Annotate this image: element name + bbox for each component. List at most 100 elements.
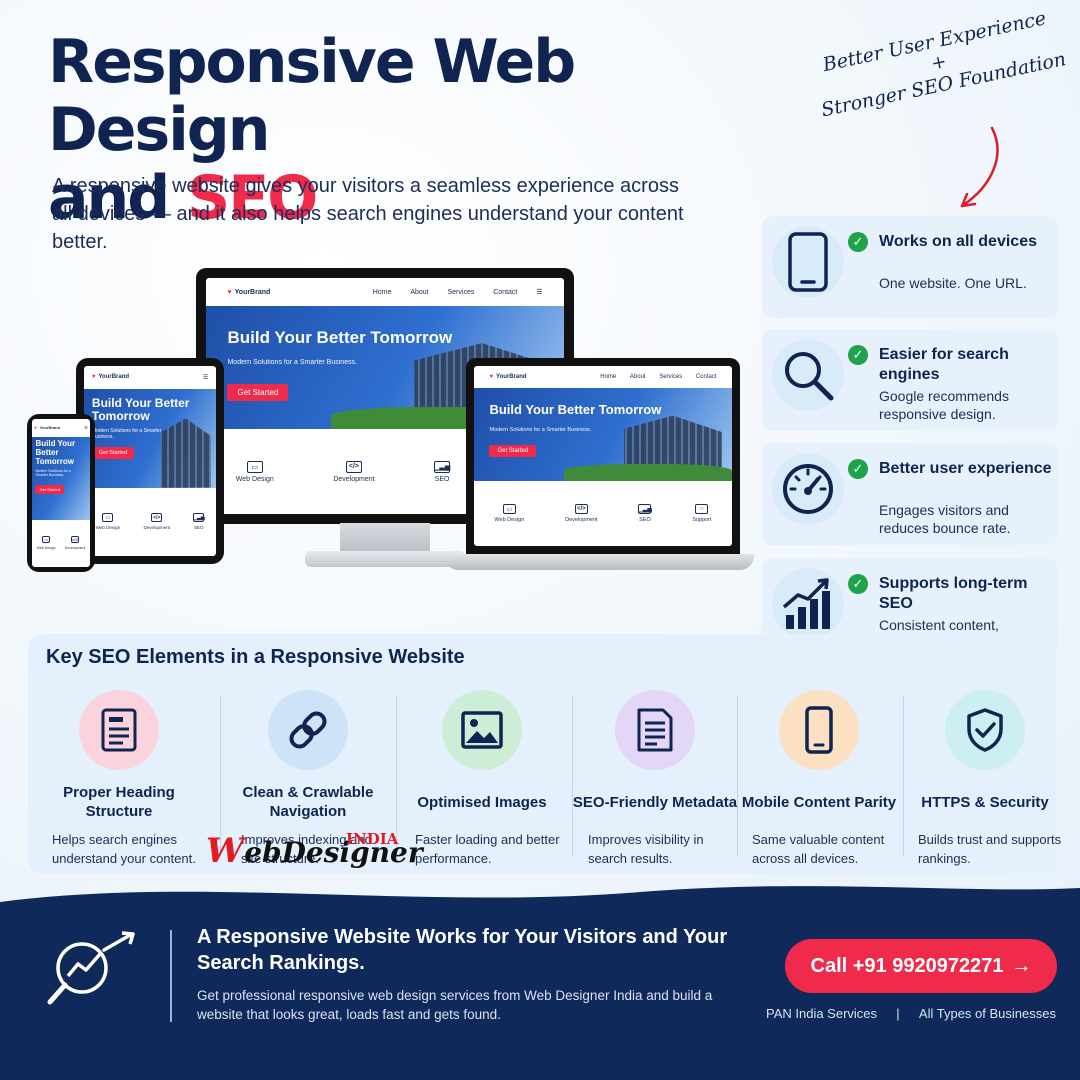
footer-tag-pan-india: PAN India Services [766,1006,878,1021]
tablet-screen: ♥YourBrand ☰ Build Your Better Tomorrow … [84,366,216,556]
tablet-mockup: ♥YourBrand ☰ Build Your Better Tomorrow … [76,358,224,564]
benefit-desc: Engages visitors and reduces bounce rate… [879,502,1011,536]
mockup-nav-about: About [629,373,646,380]
check-icon: ✓ [848,345,868,365]
mockup-service-label: Web Design [235,475,274,483]
code-icon: </> [574,504,588,515]
mockup-nav-services: Services [447,288,475,296]
phone-mockup: ♥YourBrand ☰ Build Your Better Tomorrow … [27,414,95,572]
seo-item-title: SEO-Friendly Metadata [572,793,738,811]
mockup-service-label: Web Design [95,525,121,531]
seo-item-desc: Improves indexing and site structure. [241,832,372,866]
mockup-brand: YourBrand [98,374,130,381]
search-icon [785,352,834,401]
heart-logo-icon: ♥ [227,288,232,296]
mockup-services: ▭Web Design </>Development ▁▃▅SEO [84,488,216,556]
check-icon: ✓ [848,574,868,594]
mockup-service-label: Web Design [494,517,525,524]
title-accent: SEO [187,163,318,233]
seo-item-metadata: SEO-Friendly Metadata Improves visibilit… [570,690,740,868]
mockup-hero-title: Build Your Better Tomorrow [91,395,190,424]
benefit-card-devices: ✓ Works on all devices One website. One … [762,216,1058,318]
seo-item-desc: Faster loading and better performance. [415,832,560,866]
seo-item-navigation: Clean & Crawlable Navigation Improves in… [223,690,393,868]
building-illustration [160,418,211,488]
mockup-services: ▭Web Design </>Development [32,520,90,567]
mockup-hero-title: Build Your Better Tomorrow [35,439,76,467]
divider [572,696,573,856]
mockup-service-label: Support [692,517,712,524]
mockup-service-label: SEO [194,525,204,531]
mockup-nav: ♥YourBrand ☰ [84,366,216,389]
link-icon [289,711,327,749]
call-button[interactable]: Call +91 9920972271 → [785,939,1057,993]
page-title: Responsive Web Design and SEO [48,28,808,232]
seo-elements-panel [28,634,1056,874]
arrow-right-icon: → [1011,954,1032,977]
hamburger-icon: ☰ [536,289,543,297]
speedometer-icon [783,464,833,514]
hamburger-icon: ☰ [84,425,88,431]
metadata-icon [637,708,673,752]
monitor-stand [340,523,430,553]
check-icon: ✓ [848,459,868,479]
seo-item-images: Optimised Images Faster loading and bett… [397,690,567,868]
footer-tags: PAN India Services | All Types of Busine… [766,1006,1056,1021]
trees-illustration [564,464,732,482]
mockup-hero-subtitle: Modern Solutions for a Smarter Business. [91,428,162,441]
monitor-icon: ▭ [42,536,51,544]
seo-item-title: Mobile Content Parity [741,793,897,811]
seo-item-heading-structure: Proper Heading Structure Helps search en… [34,690,204,868]
curved-arrow-icon [960,126,999,208]
mockup-nav: ♥YourBrand Home About Services Contact ☰ [206,278,564,306]
mockup-hero-subtitle: Modern Solutions for a Smarter Business. [489,426,592,433]
mockup-nav-contact: Contact [695,373,717,380]
check-icon: ✓ [848,232,868,252]
mockup-nav: ♥YourBrand ☰ [32,419,90,437]
mockup-get-started-button: Get Started [227,383,289,401]
benefit-title: Works on all devices [879,233,1037,250]
seo-item-title: Proper Heading Structure [63,784,175,820]
code-icon: </> [345,460,362,473]
logo-text: ebDesigner [244,836,423,869]
seo-item-desc: Same valuable content across all devices… [752,832,885,866]
monitor-icon: ▭ [102,513,114,523]
mockup-brand: YourBrand [234,288,271,296]
code-icon: </> [71,536,80,544]
heart-logo-icon: ♥ [34,425,37,431]
mockup-service-label: SEO [434,475,450,483]
monitor-icon: ▭ [502,504,516,515]
divider [396,696,397,856]
benefit-card-search: ✓ Easier for search engines Google recom… [762,329,1058,431]
heart-logo-icon: ♥ [91,374,96,381]
seo-item-title: Optimised Images [417,793,547,811]
benefit-desc: One website. One URL. [879,275,1027,291]
seo-item-https: HTTPS & Security Builds trust and suppor… [900,690,1070,868]
mockup-service-label: SEO [639,517,651,524]
mockup-hero-subtitle: Modern Solutions for a Smarter Business. [227,359,358,367]
mobile-icon [805,706,833,754]
mockup-service-label: Development [143,525,170,531]
footer-subtext: Get professional responsive web design s… [197,988,713,1022]
footer-headline: A Responsive Website Works for Your Visi… [197,926,728,974]
logo-india: INDIA [346,830,399,848]
seo-item-mobile-parity: Mobile Content Parity Same valuable cont… [734,690,904,868]
mockup-hero: Build Your Better Tomorrow Modern Soluti… [84,388,216,488]
mockup-services: ▭Web Design </>Development ▁▃▅SEO ∩Suppo… [474,481,732,546]
image-icon [461,711,503,749]
mockup-hero-title: Build Your Better Tomorrow [227,327,453,347]
seo-item-desc: Helps search engines understand your con… [52,832,196,866]
search-growth-icon [47,931,135,1005]
growth-chart-icon [782,578,830,629]
bar-chart-icon: ▁▃▅ [193,513,205,523]
mockup-hero: Build Your Better Tomorrow Modern Soluti… [474,387,732,482]
headset-icon: ∩ [695,504,709,515]
mockup-get-started-button: Get Started [35,484,64,494]
phone-screen: ♥YourBrand ☰ Build Your Better Tomorrow … [32,419,90,567]
laptop-base [444,554,754,570]
footer-tag-businesses: All Types of Businesses [918,1006,1056,1021]
seo-item-desc: Builds trust and supports rankings. [918,832,1062,866]
mockup-nav-about: About [410,288,429,296]
smartphone-icon [788,232,828,292]
benefit-card-ux: ✓ Better user experience Engages visitor… [762,443,1058,545]
